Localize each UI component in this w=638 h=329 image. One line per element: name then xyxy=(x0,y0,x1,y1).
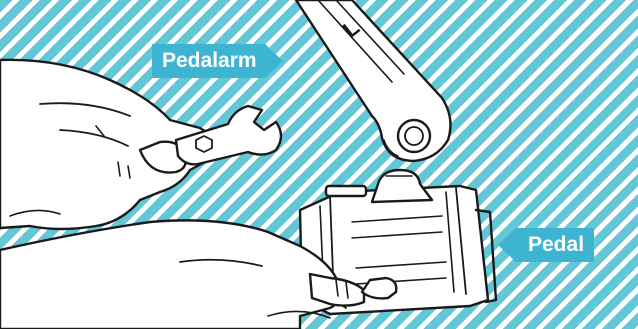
wrench xyxy=(176,106,281,164)
label-pedal: Pedal xyxy=(516,228,594,262)
label-crank-arm: Pedalarm xyxy=(152,44,265,78)
label-pedal-text: Pedal xyxy=(516,228,594,262)
crank-arm xyxy=(296,0,450,161)
label-pedal-arrow-icon xyxy=(498,228,516,262)
label-crank-arm-text: Pedalarm xyxy=(152,44,265,78)
label-crank-arm-arrow-icon xyxy=(265,44,283,78)
